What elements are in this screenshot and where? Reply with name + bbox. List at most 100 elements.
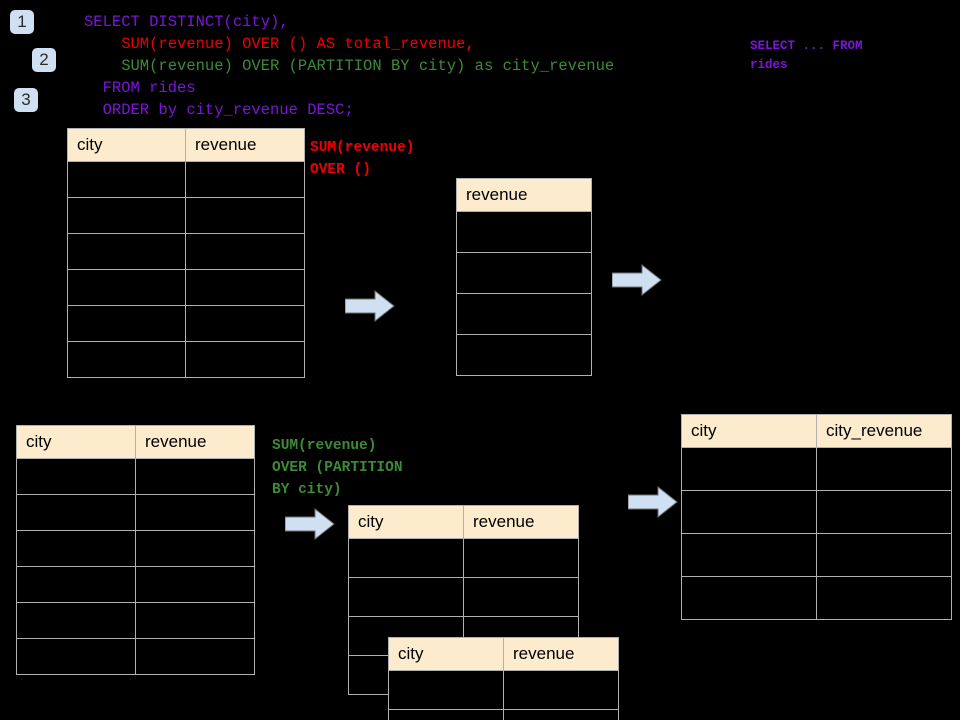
cell-city xyxy=(16,458,136,495)
table-row xyxy=(348,577,579,617)
step-badge-3: 3 xyxy=(14,88,38,112)
table-row xyxy=(16,458,255,495)
cell-city xyxy=(348,538,464,578)
cell-revenue xyxy=(463,577,579,617)
table-row xyxy=(681,447,952,491)
table-partition-group-front: city revenue xyxy=(388,637,619,720)
annotation-sum-over-partition: SUM(revenue) OVER (PARTITION BY city) xyxy=(272,438,403,498)
table-header-row: city revenue xyxy=(348,505,579,539)
table-row xyxy=(67,233,305,270)
cell-revenue xyxy=(503,709,619,720)
step-badge-1: 1 xyxy=(10,10,34,34)
cell-city xyxy=(67,305,186,342)
arrow-partition-to-result xyxy=(627,485,678,523)
arrow-source-to-partition xyxy=(284,507,335,545)
cell-city-revenue xyxy=(816,447,952,491)
column-header-city: city xyxy=(388,637,504,671)
step-badge-2: 2 xyxy=(32,48,56,72)
table-rides-source-bottom: city revenue xyxy=(16,425,255,675)
cell-city xyxy=(388,670,504,710)
table-row xyxy=(67,341,305,378)
table-revenue-intermediate: revenue xyxy=(456,178,592,376)
cell-revenue xyxy=(463,538,579,578)
cell-revenue xyxy=(135,566,255,603)
table-header-row: city revenue xyxy=(388,637,619,671)
table-header-row: revenue xyxy=(456,178,592,212)
table-body xyxy=(681,447,952,620)
annotation-sum-over-all: SUM(revenue) OVER () xyxy=(310,140,415,178)
cell-revenue xyxy=(135,638,255,675)
table-row xyxy=(681,576,952,620)
table-row xyxy=(67,269,305,306)
cell-city-revenue xyxy=(816,576,952,620)
table-row xyxy=(67,161,305,198)
table-row xyxy=(456,252,592,294)
table-header-row: city city_revenue xyxy=(681,414,952,448)
cell-revenue xyxy=(456,252,592,294)
table-row xyxy=(16,638,255,675)
column-header-revenue: revenue xyxy=(503,637,619,671)
table-body xyxy=(67,161,305,378)
table-row xyxy=(67,197,305,234)
cell-revenue xyxy=(135,530,255,567)
table-body xyxy=(456,211,592,376)
arrow-source-to-revenue xyxy=(344,289,395,327)
column-header-revenue: revenue xyxy=(185,128,305,162)
table-row xyxy=(456,211,592,253)
cell-revenue xyxy=(185,197,305,234)
column-header-city: city xyxy=(16,425,136,459)
table-row xyxy=(67,305,305,342)
table-header-row: city revenue xyxy=(67,128,305,162)
cell-revenue xyxy=(456,211,592,253)
cell-city xyxy=(67,161,186,198)
sidenote-select-from-rides: SELECT ... FROM rides xyxy=(750,39,863,72)
sql-line-total-revenue: SUM(revenue) OVER () AS total_revenue, xyxy=(84,35,475,53)
cell-revenue xyxy=(456,334,592,376)
table-row xyxy=(16,530,255,567)
table-final-result: city city_revenue xyxy=(681,414,952,620)
cell-city-revenue xyxy=(816,490,952,534)
column-header-city: city xyxy=(67,128,186,162)
table-rides-source-top: city revenue xyxy=(67,128,305,378)
cell-revenue xyxy=(185,305,305,342)
sql-line-city-revenue: SUM(revenue) OVER (PARTITION BY city) as… xyxy=(84,57,615,75)
cell-revenue xyxy=(456,293,592,335)
cell-city xyxy=(348,577,464,617)
cell-revenue xyxy=(185,341,305,378)
column-header-revenue: revenue xyxy=(456,178,592,212)
table-row xyxy=(681,533,952,577)
sql-line-order-by: ORDER by city_revenue DESC; xyxy=(84,101,354,119)
table-body xyxy=(388,670,619,720)
table-row xyxy=(348,538,579,578)
cell-revenue xyxy=(185,269,305,306)
cell-city xyxy=(16,530,136,567)
cell-city xyxy=(681,533,817,577)
cell-city xyxy=(16,638,136,675)
column-header-city: city xyxy=(348,505,464,539)
sql-line-select: SELECT DISTINCT(city), xyxy=(84,13,289,31)
cell-revenue xyxy=(185,233,305,270)
cell-revenue xyxy=(503,670,619,710)
table-header-row: city revenue xyxy=(16,425,255,459)
cell-city xyxy=(16,566,136,603)
cell-city xyxy=(67,269,186,306)
cell-city xyxy=(388,709,504,720)
cell-city xyxy=(16,494,136,531)
table-row xyxy=(388,709,619,720)
table-row xyxy=(16,494,255,531)
cell-revenue xyxy=(135,602,255,639)
cell-revenue xyxy=(135,458,255,495)
column-header-revenue: revenue xyxy=(463,505,579,539)
table-row xyxy=(456,293,592,335)
column-header-city: city xyxy=(681,414,817,448)
table-row xyxy=(16,566,255,603)
cell-city xyxy=(681,490,817,534)
cell-city xyxy=(681,447,817,491)
cell-city xyxy=(67,341,186,378)
arrow-revenue-to-result xyxy=(611,263,662,301)
sql-line-from: FROM rides xyxy=(84,79,196,97)
cell-city xyxy=(16,602,136,639)
column-header-city-revenue: city_revenue xyxy=(816,414,952,448)
table-row xyxy=(681,490,952,534)
